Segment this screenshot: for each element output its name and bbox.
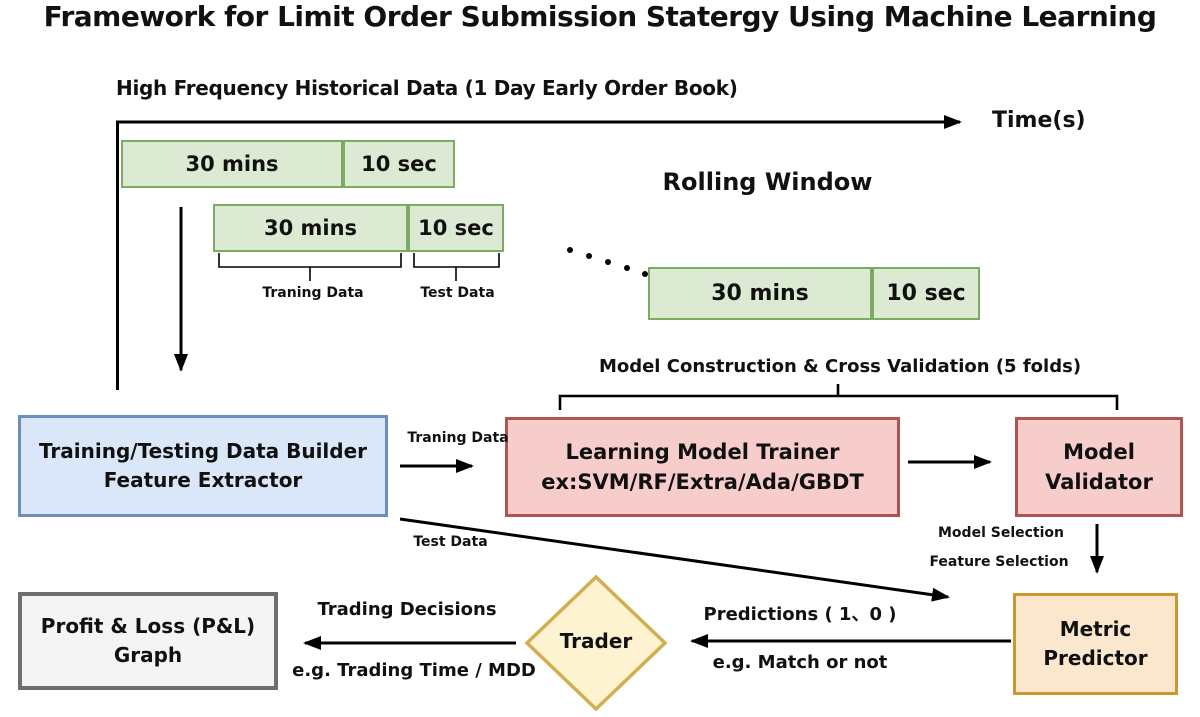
data-builder-line1: Training/Testing Data Builder bbox=[38, 439, 368, 463]
trading-decisions-label: Trading Decisions bbox=[317, 599, 497, 620]
model-selection-label: Model Selection bbox=[938, 525, 1064, 541]
pnl-graph-line2: Graph bbox=[113, 643, 183, 667]
window-row3-test-segment: 10 sec bbox=[872, 267, 980, 320]
data-builder-box: Training/Testing Data Builder Feature Ex… bbox=[18, 415, 388, 517]
test-data-diagonal-arrow bbox=[399, 517, 950, 602]
pnl-graph-line1: Profit & Loss (P&L) bbox=[40, 614, 256, 638]
pnl-graph-box: Profit & Loss (P&L) Graph bbox=[18, 592, 278, 690]
window-row3-train-segment: 30 mins bbox=[648, 267, 872, 320]
model-validator-line2: Validator bbox=[1045, 470, 1153, 494]
historical-data-label: High Frequency Historical Data (1 Day Ea… bbox=[116, 76, 738, 100]
model-trainer-line1: Learning Model Trainer bbox=[565, 439, 840, 464]
time-axis-label: Time(s) bbox=[992, 108, 1086, 133]
trading-time-mdd-label: e.g. Trading Time / MDD bbox=[292, 660, 536, 681]
training-data-bracket bbox=[218, 253, 402, 268]
model-trainer-box: Learning Model Trainer ex:SVM/RF/Extra/A… bbox=[505, 417, 900, 517]
window-row3-train-text: 30 mins bbox=[711, 280, 809, 306]
predictions-edge-label: Predictions ( 1、0 ) bbox=[703, 604, 897, 625]
training-data-bracket-label: Traning Data bbox=[262, 285, 364, 301]
window-row1-test-segment: 10 sec bbox=[343, 140, 455, 188]
test-data-edge-label: Test Data bbox=[413, 534, 488, 550]
model-validator-box: Model Validator bbox=[1015, 417, 1183, 517]
metric-predictor-box: Metric Predictor bbox=[1013, 593, 1178, 695]
data-builder-line2: Feature Extractor bbox=[103, 468, 303, 492]
cross-validation-bracket bbox=[558, 394, 1119, 410]
metric-predictor-line1: Metric bbox=[1059, 617, 1132, 641]
window-row1-train-text: 30 mins bbox=[185, 151, 279, 176]
window-row1-train-segment: 30 mins bbox=[121, 140, 343, 188]
rolling-window-label: Rolling Window bbox=[662, 168, 873, 196]
window-row2-test-segment: 10 sec bbox=[408, 204, 504, 252]
trader-diamond-label: Trader bbox=[559, 629, 633, 653]
diagram-title: Framework for Limit Order Submission Sta… bbox=[43, 0, 1157, 33]
model-trainer-line2: ex:SVM/RF/Extra/Ada/GBDT bbox=[541, 470, 864, 494]
window-row2-train-segment: 30 mins bbox=[213, 204, 408, 252]
test-data-bracket-label: Test Data bbox=[420, 285, 495, 301]
feature-selection-label: Feature Selection bbox=[929, 554, 1069, 570]
match-or-not-label: e.g. Match or not bbox=[712, 652, 888, 673]
test-data-bracket bbox=[413, 253, 500, 268]
traning-data-edge-label: Traning Data bbox=[407, 430, 509, 446]
rolling-window-ellipsis-dots bbox=[567, 247, 648, 277]
window-row2-train-text: 30 mins bbox=[263, 215, 358, 240]
metric-predictor-line2: Predictor bbox=[1043, 646, 1148, 670]
window-row2-test-text: 10 sec bbox=[418, 215, 494, 240]
window-row3-test-text: 10 sec bbox=[886, 280, 966, 306]
window-row1-test-text: 10 sec bbox=[361, 151, 437, 176]
cross-validation-label: Model Construction & Cross Validation (5… bbox=[598, 356, 1082, 377]
model-validator-line1: Model bbox=[1063, 439, 1135, 464]
